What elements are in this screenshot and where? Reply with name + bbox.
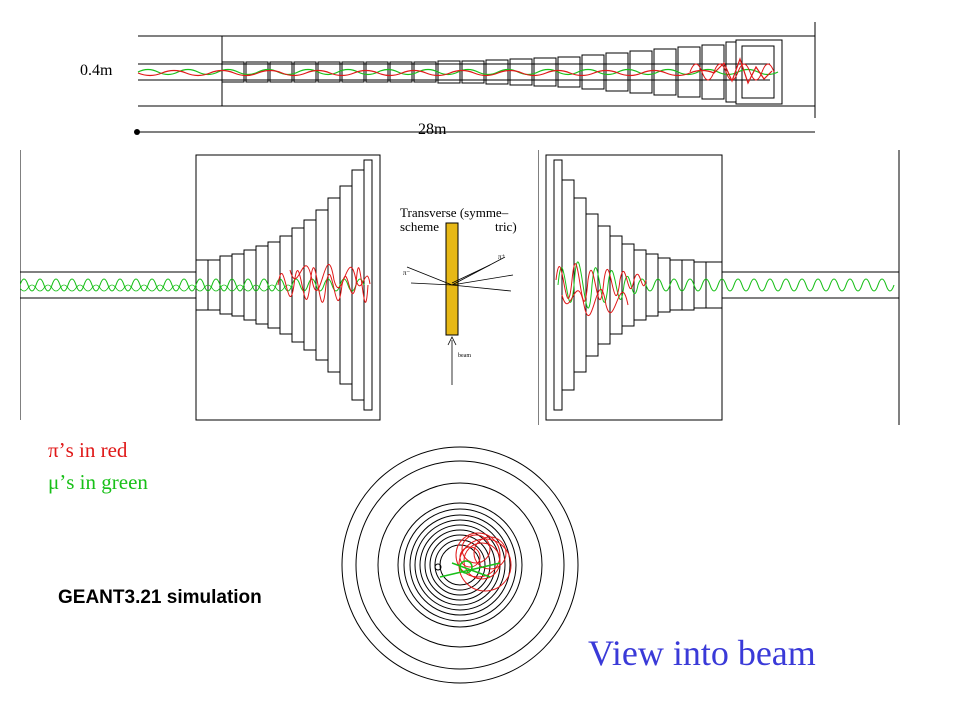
end-view-label: View into beam — [588, 633, 816, 673]
inset-title-line3: tric) — [495, 219, 517, 234]
simulation-label: GEANT3.21 simulation — [58, 587, 262, 608]
pion-track-right-2 — [561, 288, 629, 316]
legend-muons: μ’s in green — [48, 470, 148, 494]
inset-title-line2: scheme — [400, 219, 439, 234]
muon-track-right — [637, 278, 895, 292]
inset-title-line1: Transverse (symme– — [400, 205, 509, 220]
muon-track-left-2 — [20, 284, 293, 292]
legend: π’s in red μ’s in green — [48, 434, 148, 498]
pion-spiral-top — [689, 63, 775, 81]
pion-track-right — [555, 263, 647, 302]
left-cone-view — [20, 150, 381, 421]
top-side-view — [134, 22, 816, 135]
transverse-scheme-inset: Transverse (symme– scheme tric) π⁻ π⁺ be… — [400, 205, 517, 385]
legend-pions: π’s in red — [48, 438, 128, 462]
height-label: 0.4m — [80, 62, 113, 79]
muon-track-right-2 — [557, 261, 639, 309]
pi-plus-label: π⁺ — [498, 253, 506, 261]
pion-track-left-2 — [289, 263, 371, 291]
beam-label: beam — [458, 353, 471, 359]
length-label: 28m — [418, 121, 447, 138]
muon-track-top — [137, 68, 779, 76]
pi-minus-label: π⁻ — [403, 269, 411, 277]
right-cone-view — [538, 150, 900, 425]
target-rod — [445, 222, 459, 336]
pion-track-top — [137, 57, 773, 85]
pion-track-left — [277, 267, 369, 303]
end-view — [341, 446, 579, 684]
